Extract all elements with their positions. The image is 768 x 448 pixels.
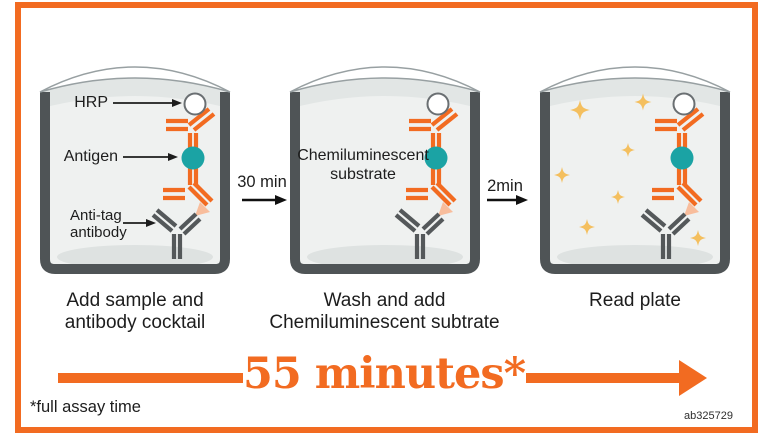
label-arrow-hrp [113,99,182,107]
footnote: *full assay time [30,398,141,416]
anti-tag-antibody-label: Anti-tag antibody [70,207,140,241]
label-arrow-anti-tag [123,219,156,227]
step-arrow-1-icon [242,195,287,205]
transition-time-1: 30 min [237,173,287,191]
total-time-banner: 55 minutes* [243,349,526,399]
reference-code: ab325729 [684,410,733,422]
chem-label-line1: Chemiluminescent [297,147,429,164]
step-caption-1-line2: antibody cocktail [64,312,206,333]
chemiluminescent-substrate-label: Chemiluminescent substrate [295,146,431,184]
step-caption-3: Read plate [530,290,740,312]
transition-time-2: 2min [487,177,523,195]
total-time-arrow-icon [58,360,707,396]
step-caption-1: Add sample and antibody cocktail [30,290,240,334]
step-caption-2: Wash and add Chemiluminescent subtrate [262,290,507,334]
orange-border-frame [15,2,758,433]
chem-label-line2: substrate [330,166,396,183]
hrp-label: HRP [74,94,108,111]
anti-tag-label-line1: Anti-tag [70,207,122,224]
label-arrow-antigen [123,153,178,161]
step-arrow-2-icon [487,195,528,205]
step-caption-2-line2: Chemiluminescent subtrate [269,312,500,333]
step-caption-2-line1: Wash and add [323,290,446,311]
antigen-label: Antigen [63,148,118,165]
step-caption-3-line1: Read plate [589,290,681,311]
anti-tag-label-line2: antibody [70,224,127,241]
step-caption-1-line1: Add sample and [66,290,204,311]
